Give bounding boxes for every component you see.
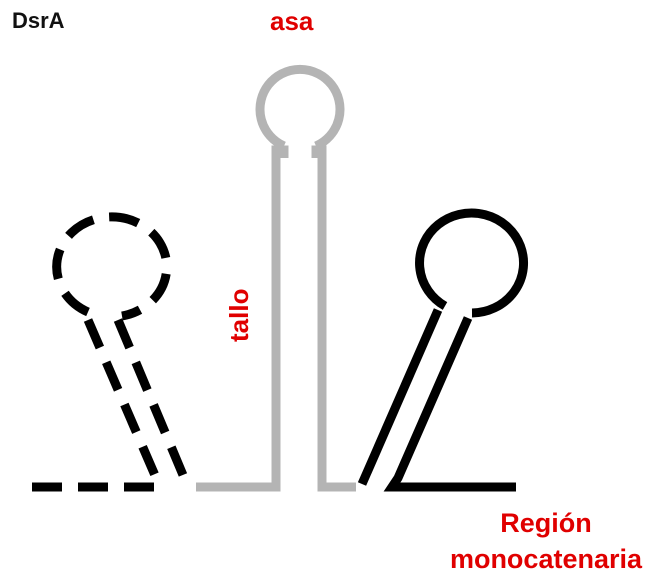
region-label-line1: Región <box>500 508 592 538</box>
loop-label: asa <box>270 6 314 36</box>
hairpin-left-strand-outer <box>83 318 165 489</box>
single-strand-region-label: Región monocatenaria <box>450 505 642 570</box>
region-label-line2: monocatenaria <box>449 544 642 570</box>
diagram-title: DsrA <box>12 8 65 33</box>
hairpin-center-stem-loop <box>196 64 356 492</box>
hairpin-center-loop <box>255 64 345 151</box>
hairpin-right-loop <box>415 208 528 318</box>
hairpin-right-strand-outer <box>357 308 443 486</box>
hairpin-left-strand-inner <box>113 318 193 489</box>
hairpin-left-loop <box>52 212 172 321</box>
hairpin-center-stem-left <box>196 145 289 492</box>
hairpin-right-strand-inner <box>383 316 516 492</box>
hairpin-left-dashed <box>32 212 193 492</box>
hairpin-center-stem-right <box>311 145 356 492</box>
hairpin-right-solid <box>357 208 528 492</box>
